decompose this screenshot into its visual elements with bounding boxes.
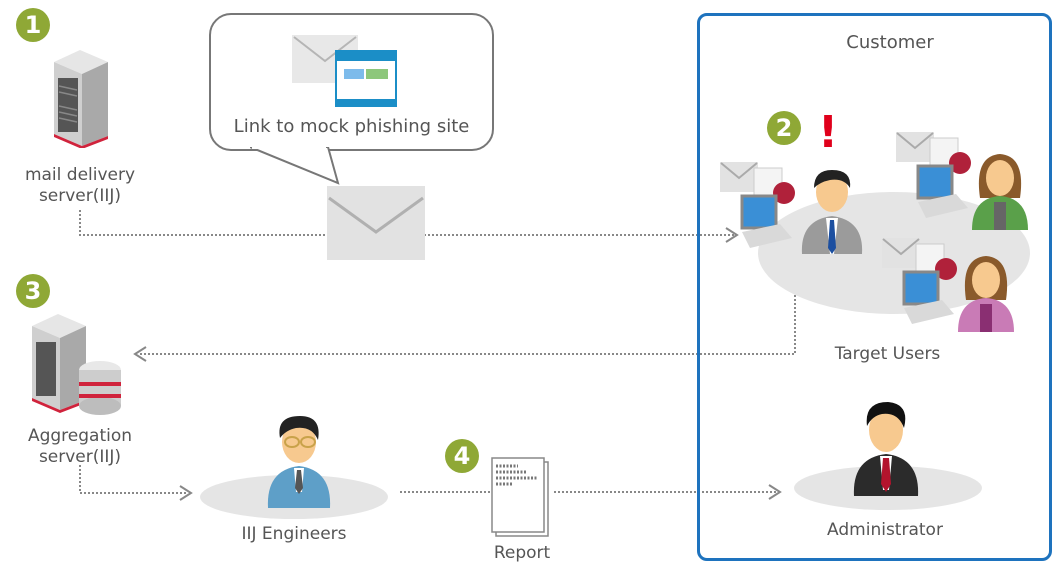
infected-pc-icon bbox=[882, 238, 957, 324]
infected-pc-icon bbox=[720, 162, 795, 248]
arrowhead-users bbox=[725, 227, 739, 243]
aggregation-server-icon bbox=[32, 314, 121, 415]
arrowhead-admin bbox=[768, 484, 782, 500]
step-1-badge: 1 bbox=[16, 8, 50, 42]
engineer-avatar bbox=[267, 416, 331, 508]
target-users-label: Target Users bbox=[834, 344, 941, 364]
connector-mail-to-users bbox=[79, 210, 735, 236]
infected-pc-icon bbox=[896, 132, 971, 218]
aggregation-server-label-line2: server(IIJ) bbox=[38, 447, 122, 467]
bubble-tail bbox=[250, 147, 340, 185]
target-user-female-avatar bbox=[958, 256, 1014, 332]
aggregation-server-label: Aggregation server(IIJ) bbox=[0, 426, 160, 468]
mail-server-label-line1: mail delivery bbox=[24, 165, 136, 185]
engineers-label: IIJ Engineers bbox=[241, 524, 347, 544]
connector-aggregation-to-engineers bbox=[79, 465, 188, 494]
step-4-badge: 4 bbox=[445, 439, 479, 473]
customer-group-box bbox=[697, 13, 1052, 561]
target-user-female-avatar bbox=[972, 154, 1028, 230]
report-label: Report bbox=[493, 543, 551, 563]
server-rack-icon bbox=[54, 50, 108, 148]
mail-server-label: mail delivery server(IIJ) bbox=[0, 165, 160, 207]
email-envelope-icon bbox=[327, 186, 425, 260]
step-3-badge: 3 bbox=[16, 274, 50, 308]
aggregation-server-label-line1: Aggregation bbox=[27, 426, 133, 446]
target-user-male-avatar bbox=[801, 170, 863, 254]
report-document-icon bbox=[491, 457, 549, 537]
alert-icon: ! bbox=[818, 107, 839, 158]
phishing-link-label: Link to mock phishing site bbox=[233, 116, 470, 137]
phishing-email-site-icon bbox=[292, 35, 397, 107]
step-2-badge: 2 bbox=[767, 111, 801, 145]
arrowhead-aggregation bbox=[133, 346, 147, 362]
mail-server-label-line2: server(IIJ) bbox=[38, 186, 122, 206]
customer-title: Customer bbox=[846, 32, 934, 53]
administrator-label: Administrator bbox=[827, 520, 943, 540]
administrator-avatar bbox=[853, 402, 919, 496]
arrowhead-engineers bbox=[179, 485, 193, 501]
